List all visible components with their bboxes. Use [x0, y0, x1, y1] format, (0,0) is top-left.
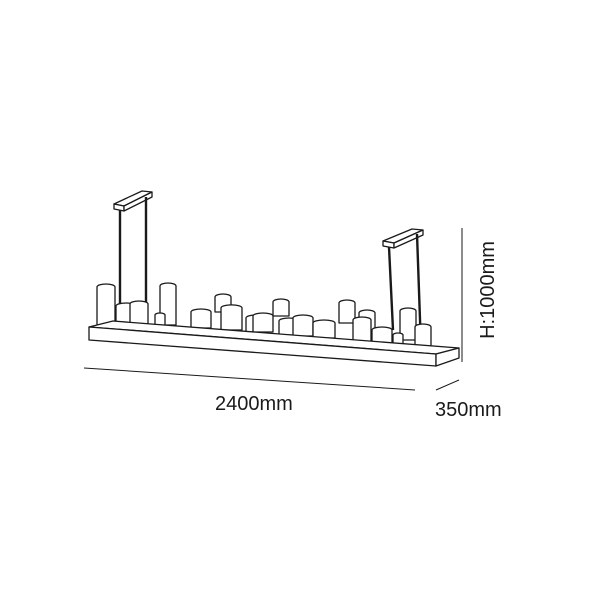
width-dimension-line: [83, 367, 416, 391]
right-canopy: [382, 228, 424, 249]
tray: [88, 320, 460, 367]
candles-front-row: [115, 300, 432, 347]
suspension-rods: [118, 197, 423, 349]
left-canopy: [113, 190, 153, 212]
height-dimension-label: H:1000mm: [477, 241, 499, 339]
depth-dimension-line: [435, 379, 460, 391]
depth-dimension-label: 350mm: [435, 399, 502, 421]
width-dimension-label: 2400mm: [215, 393, 293, 415]
candles-back-row: [96, 282, 417, 341]
